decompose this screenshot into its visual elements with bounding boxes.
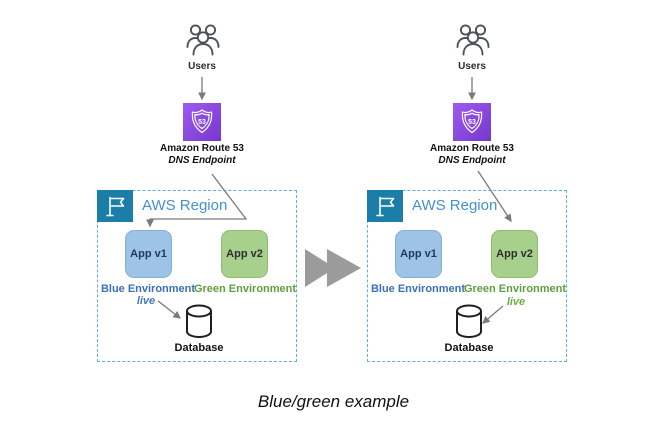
aws-region-label: AWS Region [412, 197, 498, 214]
transition-fast-forward-icon [303, 247, 365, 289]
figure-caption: Blue/green example [257, 392, 410, 411]
database-label: Database [174, 342, 224, 354]
app-v2-box: App v2 [491, 230, 538, 278]
app-v2-label: App v2 [496, 248, 533, 260]
svg-text:53: 53 [198, 119, 206, 126]
live-label: live [136, 295, 156, 307]
route53-icon: 53 [453, 103, 491, 141]
aws-region-flag-icon [367, 190, 403, 222]
route53-label: Amazon Route 53 [160, 143, 244, 154]
app-v1-box: App v1 [395, 230, 442, 278]
app-v2-label: App v2 [226, 248, 263, 260]
app-v2-box: App v2 [221, 230, 268, 278]
aws-region-box [367, 190, 567, 362]
users-label: Users [458, 61, 486, 72]
database-icon [184, 303, 214, 341]
users-icon [454, 21, 492, 59]
users-icon [184, 21, 222, 59]
aws-region-flag-icon [97, 190, 133, 222]
app-v1-label: App v1 [400, 248, 437, 260]
svg-text:53: 53 [468, 119, 476, 126]
dns-endpoint-label: DNS Endpoint [438, 155, 506, 166]
diagram-before-cutover: Users 53 Amazon Route 53 DNS Endpoint AW… [80, 15, 320, 375]
app-v1-box: App v1 [125, 230, 172, 278]
green-environment-label: Green Environment [193, 283, 297, 295]
aws-region-label: AWS Region [142, 197, 228, 214]
diagram-after-cutover: Users 53 Amazon Route 53 DNS Endpoint AW… [350, 15, 590, 375]
blue-environment-label: Blue Environment [370, 283, 466, 295]
dns-endpoint-label: DNS Endpoint [168, 155, 236, 166]
users-label: Users [188, 61, 216, 72]
database-icon [454, 303, 484, 341]
live-label: live [506, 296, 526, 308]
route53-label: Amazon Route 53 [430, 143, 514, 154]
route53-icon: 53 [183, 103, 221, 141]
database-label: Database [444, 342, 494, 354]
blue-environment-label: Blue Environment [100, 283, 196, 295]
app-v1-label: App v1 [130, 248, 167, 260]
green-environment-label: Green Environment [463, 283, 567, 295]
